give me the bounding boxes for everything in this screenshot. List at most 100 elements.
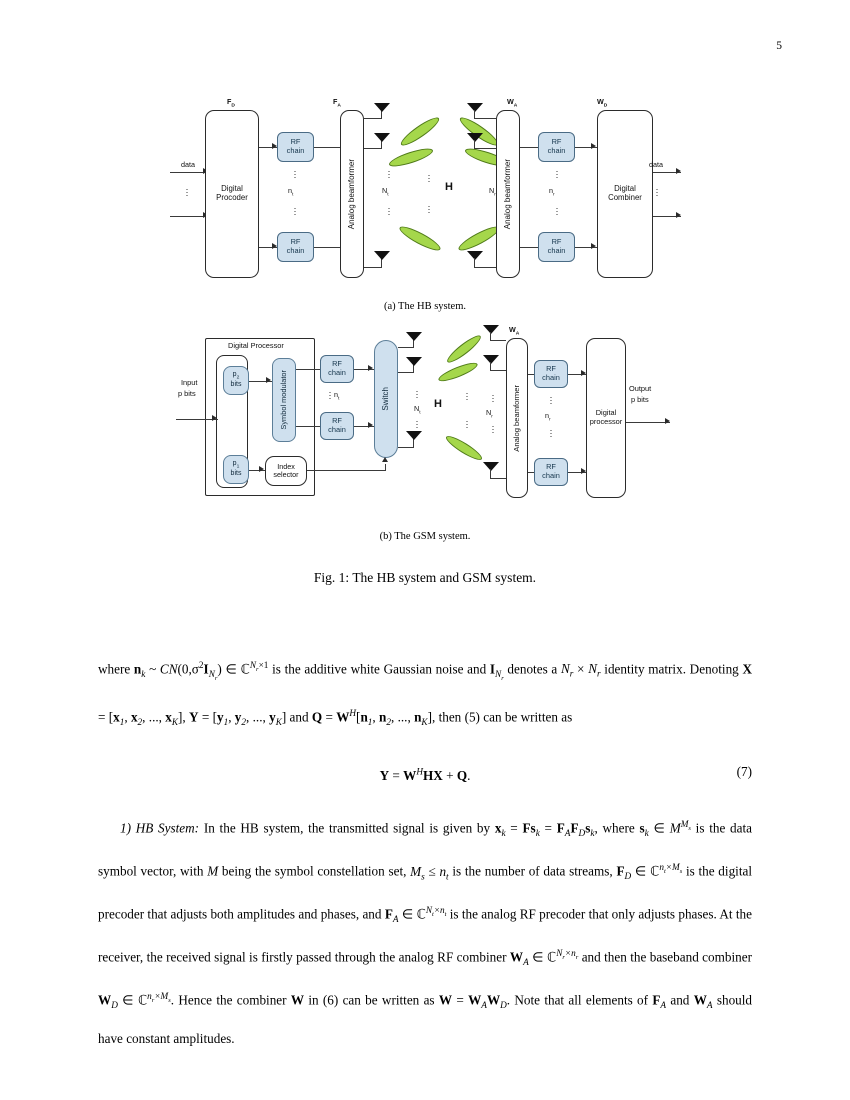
gsm-ant-tx-stalk-3 (413, 438, 415, 448)
gsm-beam-1 (444, 332, 484, 366)
gsm-p1-bits-block: p1 bits (223, 455, 249, 484)
gsm-bits-container (216, 355, 248, 488)
gsm-p2-mod-arrow (266, 377, 271, 383)
precoder-rf-arrow-bottom (272, 243, 277, 249)
antenna-tx-2 (374, 133, 390, 149)
gsm-ant-tx-stalk-1 (413, 339, 415, 348)
gsm-idx-switch-line-h (307, 470, 386, 472)
channel-dots-2: ... (427, 199, 431, 216)
gsm-output-arrow (665, 418, 670, 424)
input-dots-hb: ... (185, 182, 189, 199)
figure-main-caption: Fig. 1: The HB system and GSM system. (313, 570, 537, 585)
rf-combiner-line-bottom (575, 247, 597, 249)
gsm-rf-dp-line-top (568, 374, 586, 376)
rf-dots-tx-upper: ... (293, 164, 297, 181)
gsm-rf-dots-rx-upper: ... (549, 390, 553, 407)
gsm-rf-chain-tx-1: RF chain (320, 355, 354, 383)
label-nt-hb: nt (288, 186, 294, 198)
beamformer-rf-line-bottom-rx (520, 247, 538, 249)
gsm-input-line1: Input (181, 378, 198, 387)
gsm-output-line (626, 422, 670, 424)
gsm-analog-beamformer: Analog beamformer (506, 338, 528, 498)
ant-tx-stalk-1 (381, 110, 383, 119)
ant-tx-stalk-2 (381, 140, 383, 149)
gsm-label-Nr: Nr (486, 408, 493, 420)
beamformer-rf-line-top-rx (520, 147, 538, 149)
beam-2 (387, 145, 435, 170)
gsm-rf-chain-tx-2: RF chain (320, 412, 354, 440)
gsm-antenna-tx-3 (406, 431, 422, 447)
rf-beamformer-line-bottom (314, 247, 340, 249)
equation-7-number: (7) (736, 763, 752, 779)
page-number: 5 (776, 40, 782, 52)
gsm-rf-chain-rx-1: RF chain (534, 360, 568, 388)
gsm-antenna-tx-2 (406, 357, 422, 373)
antenna-tx-3 (374, 251, 390, 267)
digital-precoder-line2: Procoder (216, 193, 248, 202)
output-line-top (653, 172, 681, 174)
gsm-channel-dots-2: ... (465, 414, 469, 431)
label-Nr-hb: Nr (489, 186, 496, 197)
analog-beamformer-rx: Analog beamformer (496, 110, 520, 278)
precoder-rf-line-bottom (259, 247, 279, 249)
ant-rx-stalk-3 (474, 258, 476, 268)
rf-dots-tx-lower: ... (293, 201, 297, 218)
digital-precoder-line1: Digital (221, 184, 243, 194)
gsm-ant-tx-dots-lower: ... (415, 414, 419, 431)
antenna-rx-1 (467, 103, 483, 119)
gsm-ant-rx-line-3 (490, 478, 506, 480)
gsm-rf-dots-rx-lower: ... (549, 423, 553, 440)
gsm-symbol-modulator: Symbol modulator (272, 358, 296, 442)
label-nr-hb: nr (549, 186, 555, 198)
gsm-rf-switch-line-top (354, 369, 374, 371)
precoder-rf-arrow-top (272, 143, 277, 149)
label-Nt-hb: Nt (382, 186, 389, 198)
gsm-mod-rf-line-bottom (296, 426, 320, 428)
gsm-mod-rf-line-top (296, 369, 320, 371)
beam-1 (398, 113, 442, 150)
gsm-ant-rx-stalk-2 (490, 362, 492, 371)
output-line-bottom (653, 216, 681, 218)
antenna-rx-3 (467, 251, 483, 267)
gsm-beam-2 (436, 359, 480, 385)
equation-7-body: Y = WHHX + Q. (379, 766, 471, 784)
gsm-digital-processor-rx: Digital processor (586, 338, 626, 498)
input-line-top (170, 172, 205, 174)
gsm-input-arrow (212, 415, 217, 421)
output-arrow-top (676, 168, 681, 174)
gsm-channel-dots-1: ... (465, 386, 469, 403)
rf-chain-rx-1: RF chain (538, 132, 575, 162)
gsm-input-line2: p bits (178, 389, 196, 398)
label-wd: WD (597, 97, 608, 109)
rf-dots-rx-lower: ... (555, 201, 559, 218)
digital-combiner-block: Digital Combiner (597, 110, 653, 278)
digital-precoder-block: Digital Procoder (205, 110, 259, 278)
rf-chain-tx-2: RF chain (277, 232, 314, 262)
gsm-rf-switch-line-bottom (354, 426, 374, 428)
output-arrow-bottom (676, 212, 681, 218)
label-fa: FA (333, 97, 341, 109)
gsm-ant-rx-line-1 (490, 340, 506, 342)
gsm-p1-idx-line (249, 470, 265, 472)
gsm-ant-tx-line-3 (398, 447, 414, 449)
ant-tx-stalk-3 (381, 258, 383, 268)
antenna-rx-2 (467, 133, 483, 149)
ant-rx-line-1 (474, 118, 496, 120)
rf-combiner-arrow-bottom (591, 243, 596, 249)
beam-3 (397, 222, 443, 255)
rf-combiner-arrow-top (591, 143, 596, 149)
gsm-rf-switch-arrow-top (368, 365, 373, 371)
paragraph-1: where nk ~ CN(0,σ2INr) ∈ ℂNr×1 is the ad… (98, 660, 752, 727)
gsm-antenna-rx-2 (483, 355, 499, 371)
gsm-rf-dp-line-bottom (568, 472, 586, 474)
output-data-label-hb: data (649, 160, 663, 169)
gsm-ant-rx-stalk-3 (490, 469, 492, 479)
ant-tx-dots-upper: ... (387, 164, 391, 181)
gsm-digital-processor-title: Digital Processor (228, 341, 284, 350)
channel-dots-1: ... (427, 168, 431, 185)
channel-label-hb: H (445, 181, 453, 193)
gsm-rf-dots-tx: ... (328, 385, 332, 402)
rf-beamformer-line-top (314, 147, 340, 149)
ant-rx-line-3 (474, 267, 496, 269)
label-fd: FD (227, 97, 235, 109)
